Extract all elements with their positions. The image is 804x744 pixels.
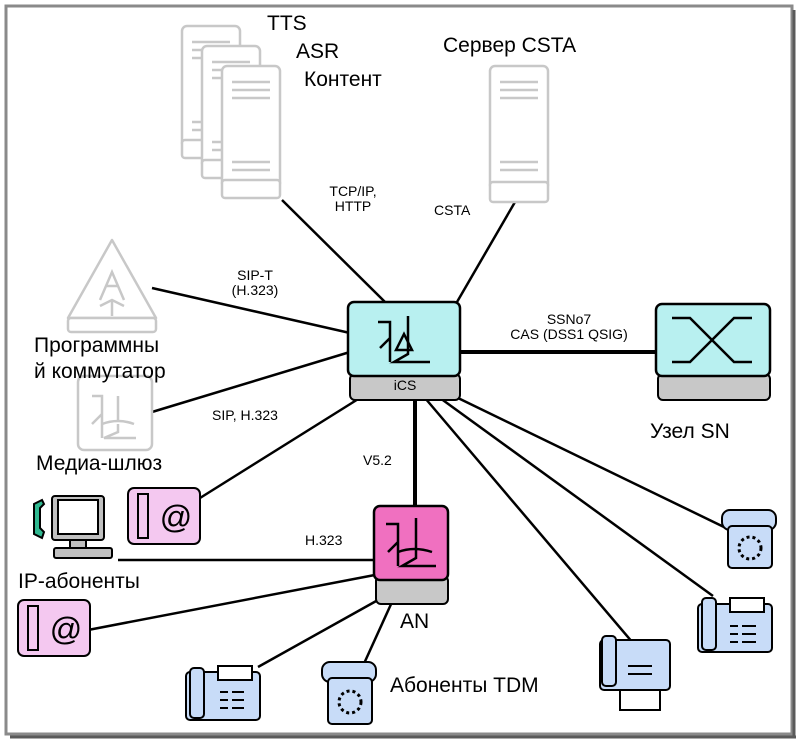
content-server-stack <box>180 24 282 200</box>
label-media-gateway: Медиа-шлюз <box>36 452 163 475</box>
at-sign-icon: @ <box>50 611 82 647</box>
label-ip-subscribers: IP-абоненты <box>18 570 140 593</box>
sn-node-icon <box>654 302 772 401</box>
label-link-h323: H.323 <box>305 532 343 548</box>
an-node-icon <box>372 504 450 605</box>
label-csta-server: Сервер CSTA <box>443 34 577 57</box>
link-sipt <box>151 286 351 335</box>
tdm-phone-icon <box>697 597 773 653</box>
label-link-sipt-line1: SIP-T <box>237 267 273 283</box>
label-an: AN <box>400 610 430 633</box>
media-gateway-icon <box>76 374 154 452</box>
link-csta <box>455 201 517 303</box>
label-ics: iCS <box>393 377 417 393</box>
content-server-icon <box>220 64 282 200</box>
label-link-sipt: SIP-T (H.323) <box>220 267 290 299</box>
label-link-sip-h323: SIP, H.323 <box>212 407 278 423</box>
softswitch-icon <box>66 238 158 334</box>
link-sip-ip <box>199 394 364 500</box>
link-an-ip2 <box>87 572 381 632</box>
tdm-phone-icon <box>599 635 671 711</box>
label-asr: ASR <box>296 40 340 63</box>
rotary-phone-icon <box>321 661 377 725</box>
link-sip-media <box>151 350 351 414</box>
label-softswitch-line1: Программны <box>34 334 160 357</box>
link-ics-tdm3 <box>424 397 634 644</box>
link-tcpip <box>281 199 386 303</box>
ip-phone-icon: @ <box>127 487 201 545</box>
label-link-tcpip: TCP/IP, HTTP <box>318 183 388 215</box>
ip-phone-icon: @ <box>17 599 91 657</box>
at-sign-icon: @ <box>160 499 192 535</box>
label-softswitch-line2: й коммутатор <box>34 360 166 383</box>
label-link-v52: V5.2 <box>363 452 392 468</box>
label-link-sipt-line2: (H.323) <box>231 282 279 299</box>
label-tts: TTS <box>267 12 307 35</box>
link-ics-tdm5 <box>457 396 727 530</box>
label-tdm-subscribers: Абоненты TDM <box>390 674 539 697</box>
label-link-ssno7-line1: SSNo7 <box>546 311 592 327</box>
csta-server-icon <box>488 64 550 204</box>
ics-switch-icon <box>346 300 462 401</box>
label-link-ssno7: SSNo7 CAS (DSS1 QSIG) <box>494 311 644 343</box>
rotary-phone-icon <box>721 509 777 569</box>
connection-lines <box>87 199 727 669</box>
label-link-tcpip-line1: TCP/IP, <box>329 183 377 199</box>
label-link-tcpip-line2: HTTP <box>334 198 372 215</box>
label-link-ssno7-line2: CAS (DSS1 QSIG) <box>510 326 628 343</box>
label-content: Контент <box>304 68 382 91</box>
label-link-csta: CSTA <box>434 202 471 218</box>
link-an-tdm1 <box>257 598 379 669</box>
link-ics-tdm4 <box>439 396 714 598</box>
link-an-tdm2 <box>360 601 394 669</box>
label-sn-node: Узел SN <box>650 420 730 443</box>
computer-terminal-icon <box>33 495 113 559</box>
tdm-phone-icon <box>185 665 261 721</box>
